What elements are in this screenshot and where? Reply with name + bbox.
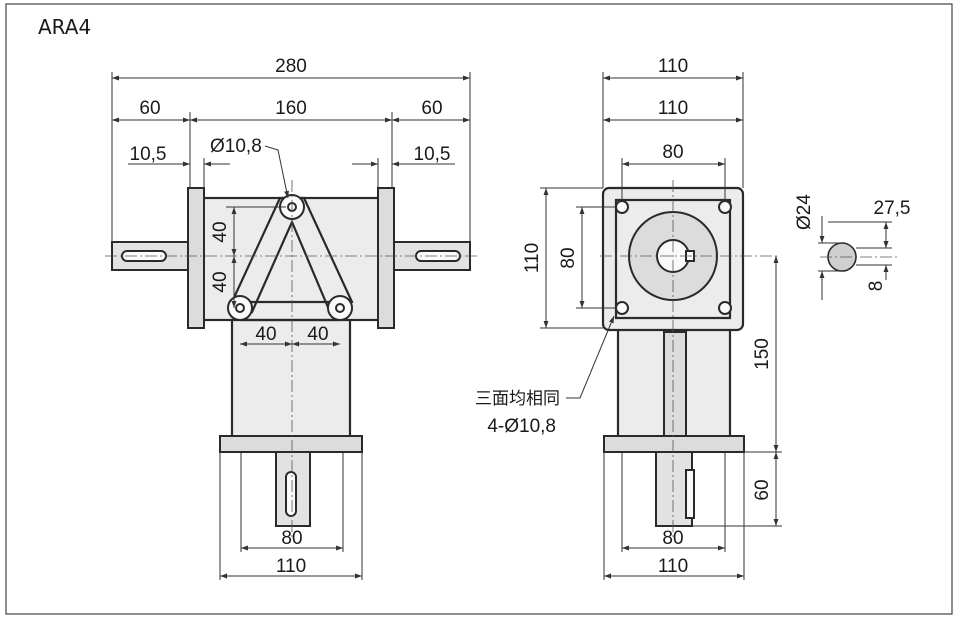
- dim-v-lower: 40: [210, 271, 231, 292]
- note-line-1: 三面均相同: [475, 389, 560, 409]
- side-hole-bl: [615, 301, 629, 315]
- dim-base-inner: 80: [281, 528, 302, 549]
- side-hole-br: [718, 301, 732, 315]
- dim-left-ext: 60: [139, 98, 160, 119]
- shaft-key-height: 27,5: [874, 198, 911, 219]
- side-dim-base-inner: 80: [662, 528, 683, 549]
- side-dim-center-height: 150: [752, 338, 773, 370]
- dim-v-upper: 40: [210, 221, 231, 242]
- note-line-2: 4-Ø10,8: [487, 416, 556, 437]
- dim-right-ext: 60: [421, 98, 442, 119]
- side-dim-height: 110: [522, 243, 543, 273]
- right-flange: [377, 187, 395, 329]
- dim-right-offset: 10,5: [414, 144, 451, 165]
- dim-left-offset: 10,5: [130, 144, 167, 165]
- dim-overall-width: 280: [275, 56, 307, 77]
- shaft-key-width: 8: [866, 281, 887, 292]
- front-view: 280 60 160 60 10,5 10,5 Ø10,8 40 40 40 4…: [105, 56, 478, 580]
- side-base-flange: [603, 435, 745, 453]
- shaft-section: Ø24 27,5 8: [794, 194, 910, 300]
- side-dim-v-bolt: 80: [558, 247, 579, 268]
- side-hole-tr: [718, 200, 732, 214]
- side-view: 110 110 80 110 80 150 60 80 110 三面均相同 4-…: [475, 56, 782, 580]
- dim-h-left: 40: [255, 324, 276, 345]
- side-dim-top-outer: 110: [658, 56, 688, 77]
- model-title: ARA4: [38, 15, 91, 39]
- side-hole-tl: [615, 200, 629, 214]
- dim-base-outer: 110: [276, 556, 306, 577]
- vertical-body: [230, 316, 352, 440]
- dim-h-right: 40: [307, 324, 328, 345]
- left-flange: [187, 187, 205, 329]
- dim-bolt-hole: Ø10,8: [210, 136, 262, 157]
- side-dim-bolt-spacing: 80: [662, 142, 683, 163]
- dim-center-width: 160: [275, 98, 307, 119]
- drawing-frame: [5, 3, 953, 615]
- shaft-diameter: Ø24: [794, 194, 815, 230]
- side-dim-base-outer: 110: [658, 556, 688, 577]
- base-flange: [219, 435, 363, 453]
- side-dim-shaft-len: 60: [752, 479, 773, 500]
- side-dim-top-inner: 110: [658, 98, 688, 119]
